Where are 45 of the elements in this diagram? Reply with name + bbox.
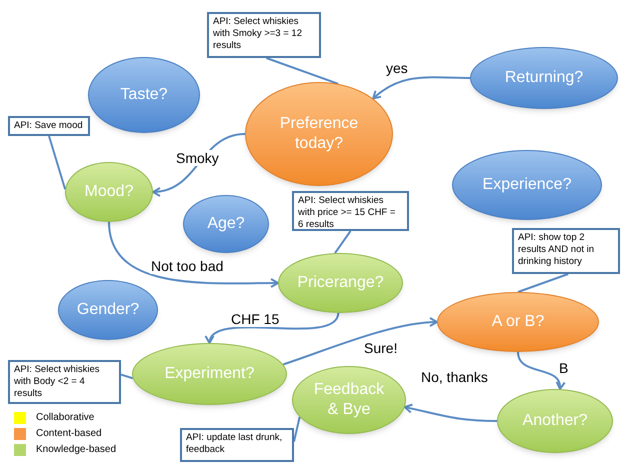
edge-label: B: [558, 360, 570, 376]
edge-label: Smoky: [175, 150, 220, 166]
api-callout-box: [180, 428, 294, 462]
node-label: Returning?: [504, 68, 584, 88]
legend-label: Content-based: [36, 428, 102, 440]
arrow: [372, 76, 470, 100]
callout-text: API: Select whiskies with Body <2 = 4 results: [14, 364, 101, 400]
edge-label: CHF 15: [230, 311, 280, 327]
edge-label: No, thanks: [420, 369, 489, 385]
api-callout-box: [207, 12, 321, 58]
node-label: Taste?: [119, 85, 169, 105]
node-label: Gender?: [76, 300, 140, 320]
callout-text: API: Select whiskies with Smoky >=3 = 12 results: [213, 16, 303, 52]
legend-label: Knowledge-based: [36, 444, 116, 456]
leader-line: [293, 416, 301, 442]
api-callout-box: [8, 360, 121, 404]
node-label: Preference today?: [278, 114, 360, 154]
node-label: Experience?: [482, 175, 572, 195]
leader-line: [518, 273, 568, 293]
edge-label: Not too bad: [150, 258, 224, 274]
arrow: [517, 352, 565, 390]
callout-text: API: Select whiskies with price >= 15 CHF = 6 results: [298, 195, 396, 231]
api-callout-box: [8, 116, 90, 136]
leader-line: [120, 374, 134, 380]
api-callout-box: [292, 191, 409, 231]
node-label: Feedback & Bye: [312, 380, 386, 420]
arrow: [108, 222, 279, 288]
callout-text: API: update last drunk, feedback: [186, 432, 284, 456]
node-label: A or B?: [490, 312, 546, 332]
callout-text: API: show top 2 results AND not in drinking history: [518, 232, 596, 268]
node-label: Age?: [206, 214, 246, 234]
leader-line: [48, 136, 66, 190]
leader-line: [334, 230, 352, 254]
leader-line: [266, 57, 338, 85]
legend-label: Collaborative: [36, 412, 94, 424]
api-callout-box: [512, 228, 620, 274]
callout-text: API: Save mood: [14, 120, 83, 132]
arrow: [207, 312, 340, 344]
node-label: Pricerange?: [296, 273, 385, 293]
arrow: [282, 317, 438, 366]
arrow: [404, 404, 498, 422]
edge-label: Sure!: [363, 340, 398, 356]
node-label: Another?: [522, 411, 588, 431]
node-label: Mood?: [84, 182, 134, 202]
node-label: Experiment?: [164, 364, 256, 384]
